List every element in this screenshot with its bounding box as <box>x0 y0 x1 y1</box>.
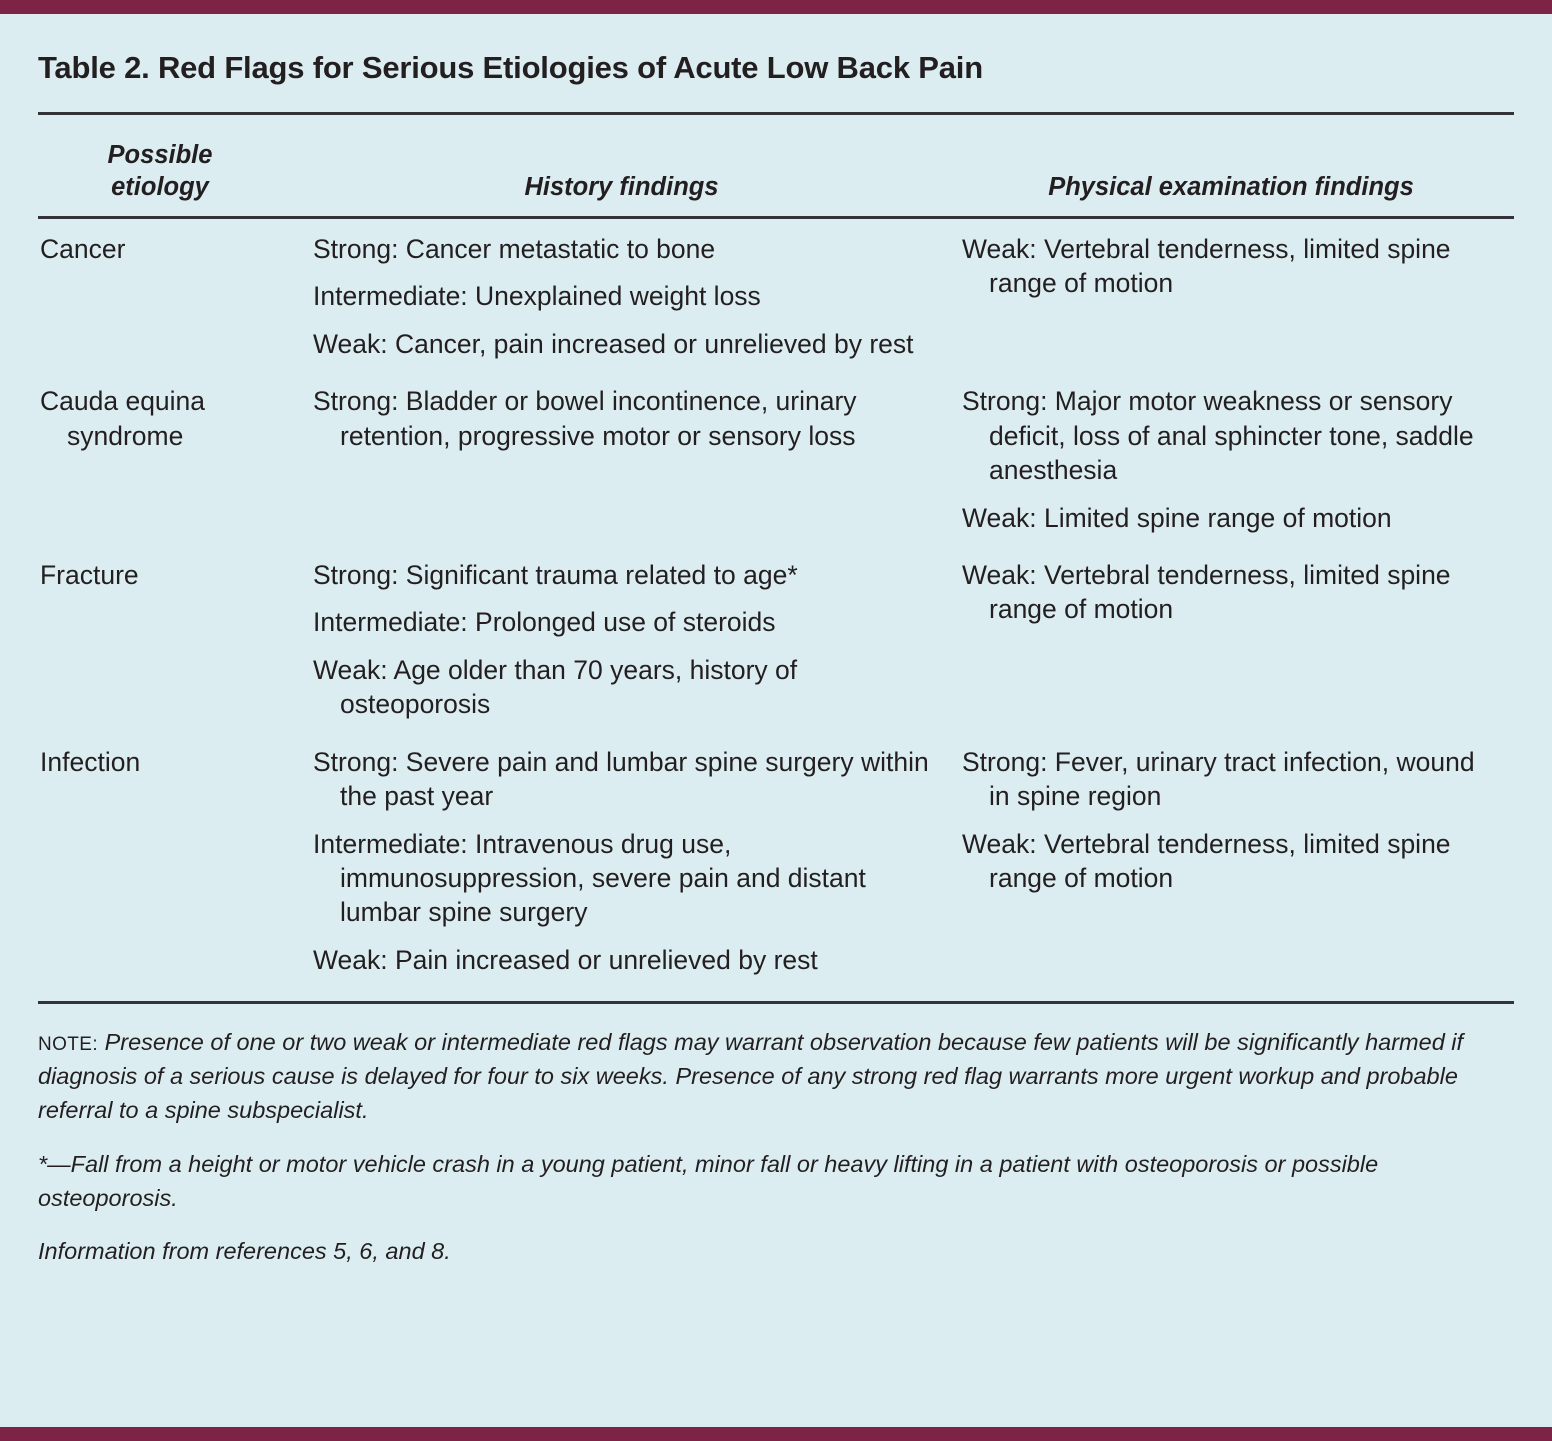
column-header-etiology-line2: etiology <box>111 173 209 202</box>
footnotes: NOTE: Presence of one or two weak or int… <box>38 1004 1514 1269</box>
physical-item: Weak: Vertebral tenderness, limited spin… <box>962 828 1451 894</box>
table-row: Infection Strong: Severe pain and lumbar… <box>38 732 1514 988</box>
column-header-history: History findings <box>524 173 719 202</box>
table-head: Possible etiology History findings Physi… <box>38 115 1514 216</box>
history-item: Strong: Cancer metastatic to bone <box>313 233 716 264</box>
physical-item: Strong: Major motor weakness or sensory … <box>962 386 1474 486</box>
cell-physical: Weak: Vertebral tenderness, limited spin… <box>944 545 1514 732</box>
cell-physical: Strong: Major motor weakness or sensory … <box>944 371 1514 545</box>
table-row: Cauda equina syndrome Strong: Bladder or… <box>38 371 1514 545</box>
cell-history: Strong: Severe pain and lumbar spine sur… <box>294 732 944 988</box>
rule-below-header <box>38 215 1514 219</box>
cell-etiology: Cancer <box>38 219 294 371</box>
footnote-source: Information from references 5, 6, and 8. <box>38 1238 451 1265</box>
table-title: Table 2. Red Flags for Serious Etiologie… <box>38 50 983 85</box>
footnote-note: NOTE: Presence of one or two weak or int… <box>38 1026 1514 1127</box>
column-header-etiology-line1: Possible <box>107 140 213 169</box>
table-inner: Table 2. Red Flags for Serious Etiologie… <box>0 14 1552 1427</box>
physical-item: Weak: Limited spine range of motion <box>962 502 1392 533</box>
cell-physical: Weak: Vertebral tenderness, limited spin… <box>944 219 1514 371</box>
accent-bar-bottom <box>0 1427 1552 1441</box>
etiology-name: Cancer <box>40 233 126 264</box>
table-row: Cancer Strong: Cancer metastatic to bone… <box>38 219 1514 371</box>
column-header-etiology: Possible etiology <box>38 115 294 216</box>
rule-below-title <box>38 111 1514 115</box>
rule-above-footnotes <box>38 1001 1514 1005</box>
cell-physical: Strong: Fever, urinary tract infection, … <box>944 732 1514 988</box>
header-row: Possible etiology History findings Physi… <box>38 115 1514 216</box>
footnote-asterisk: *—Fall from a height or motor vehicle cr… <box>38 1150 1379 1211</box>
history-item: Intermediate: Unexplained weight loss <box>313 281 761 312</box>
red-flags-table-body: Cancer Strong: Cancer metastatic to bone… <box>38 219 1514 987</box>
physical-item: Weak: Vertebral tenderness, limited spin… <box>962 559 1451 625</box>
cell-etiology: Cauda equina syndrome <box>38 371 294 545</box>
cell-history: Strong: Significant trauma related to ag… <box>294 545 944 732</box>
history-item: Weak: Cancer, pain increased or unreliev… <box>313 328 914 359</box>
physical-item: Strong: Fever, urinary tract infection, … <box>962 746 1475 812</box>
table-body: Cancer Strong: Cancer metastatic to bone… <box>38 219 1514 987</box>
history-item: Weak: Age older than 70 years, history o… <box>313 654 798 720</box>
history-item: Strong: Bladder or bowel incontinence, u… <box>313 386 857 451</box>
column-header-physical: Physical examination findings <box>1048 173 1414 202</box>
history-item: Weak: Pain increased or unrelieved by re… <box>313 944 818 975</box>
history-item: Intermediate: Prolonged use of steroids <box>313 607 776 638</box>
cell-history: Strong: Bladder or bowel incontinence, u… <box>294 371 944 545</box>
history-item: Strong: Severe pain and lumbar spine sur… <box>313 746 929 812</box>
etiology-name: Infection <box>40 746 141 777</box>
footnote-note-label: NOTE: <box>38 1034 99 1056</box>
etiology-name: Fracture <box>40 559 139 590</box>
footnote-note-text: Presence of one or two weak or intermedi… <box>38 1029 1464 1123</box>
red-flags-table: Possible etiology History findings Physi… <box>38 115 1514 216</box>
etiology-name: Cauda equina syndrome <box>40 386 206 451</box>
table-row: Fracture Strong: Significant trauma rela… <box>38 545 1514 732</box>
cell-etiology: Infection <box>38 732 294 988</box>
physical-item: Weak: Vertebral tenderness, limited spin… <box>962 233 1451 299</box>
history-item: Strong: Significant trauma related to ag… <box>313 559 798 590</box>
history-item: Intermediate: Intravenous drug use, immu… <box>313 828 866 928</box>
accent-bar-top <box>0 0 1552 14</box>
cell-etiology: Fracture <box>38 545 294 732</box>
cell-history: Strong: Cancer metastatic to bone Interm… <box>294 219 944 371</box>
